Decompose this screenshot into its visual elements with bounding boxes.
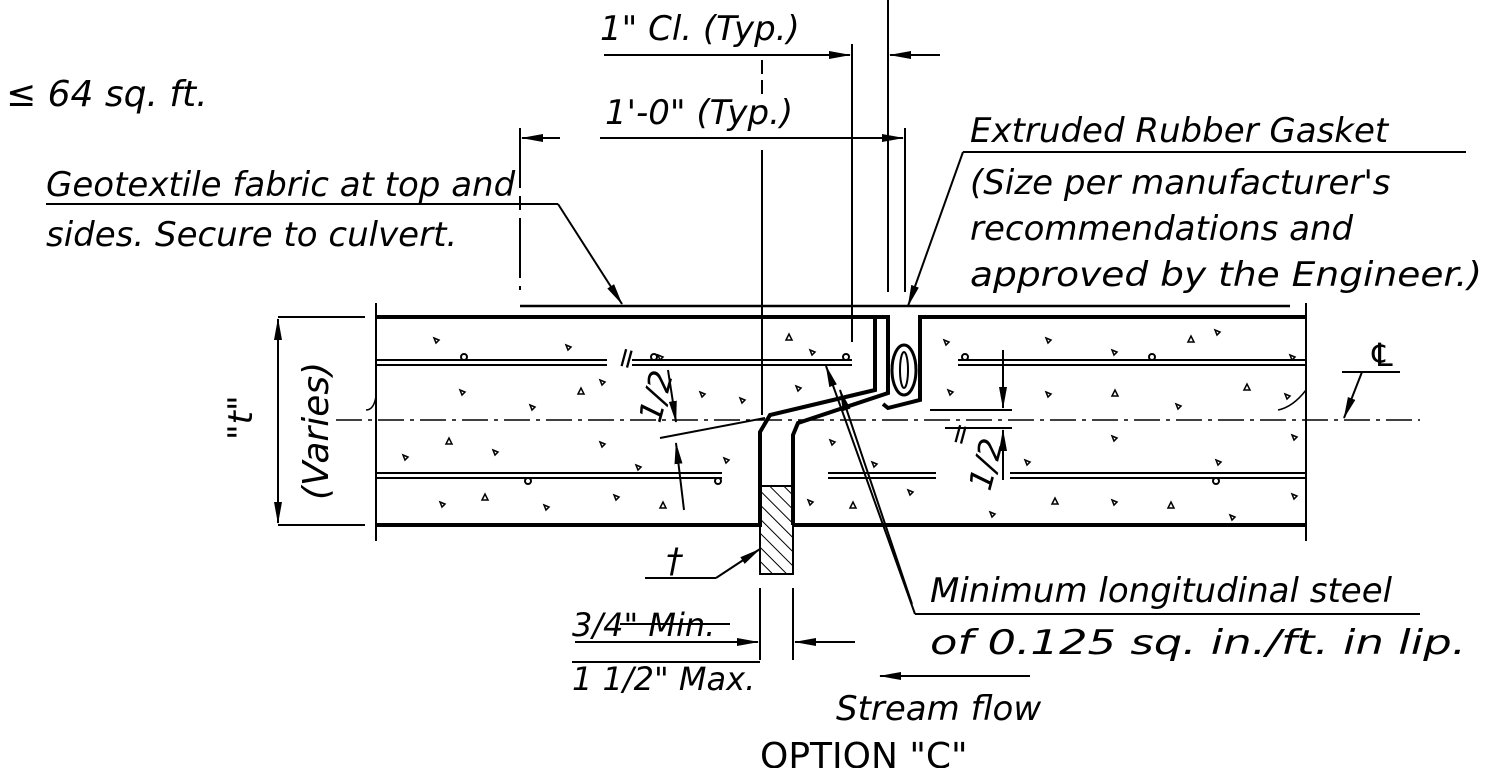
geotextile-note-line2: sides. Secure to culvert.	[46, 215, 457, 255]
thickness-label: "t"	[221, 395, 261, 440]
leader-lines	[46, 151, 1466, 680]
dagger-mark: †	[666, 541, 684, 581]
half-dim-left: 1/2	[631, 366, 681, 426]
varies-label: (Varies)	[296, 362, 337, 500]
eq-mark-right: =	[941, 419, 979, 450]
steel-note-line1: Minimum longitudinal steel	[930, 571, 1393, 611]
steel-note-line2: of 0.125 sq. in./ft. in lip.	[930, 623, 1466, 663]
left-culvert-section	[375, 303, 890, 541]
gasket-note-line2: (Size per manufacturer's	[970, 163, 1391, 203]
gasket-note-line4: approved by the Engineer.)	[970, 255, 1482, 295]
area-limit-note: ≤ 64 sq. ft.	[6, 74, 208, 115]
gap-max-label: 1 1/2" Max.	[572, 660, 755, 698]
cover-dimension-label: 1" Cl. (Typ.)	[600, 9, 800, 49]
right-culvert-section	[793, 303, 1307, 541]
option-title: OPTION "C"	[760, 736, 968, 768]
gasket-note-line3: recommendations and	[970, 209, 1354, 249]
dimension-lines	[274, 0, 1012, 663]
centerline-symbol: ℄	[1368, 336, 1397, 374]
aggregate-marks	[401, 328, 1299, 522]
reinforcing-bars	[376, 353, 1306, 485]
rubber-gasket	[890, 343, 918, 397]
eq-mark-left: =	[607, 343, 645, 374]
stream-flow-label: Stream flow	[836, 689, 1041, 729]
lap-dimension-label: 1'-0" (Typ.)	[605, 93, 793, 133]
gasket-note-line1: Extruded Rubber Gasket	[970, 111, 1390, 151]
geotextile-note-line1: Geotextile fabric at top and	[46, 165, 516, 205]
joint-filler	[759, 485, 794, 575]
gap-min-label: 3/4" Min.	[572, 606, 715, 644]
